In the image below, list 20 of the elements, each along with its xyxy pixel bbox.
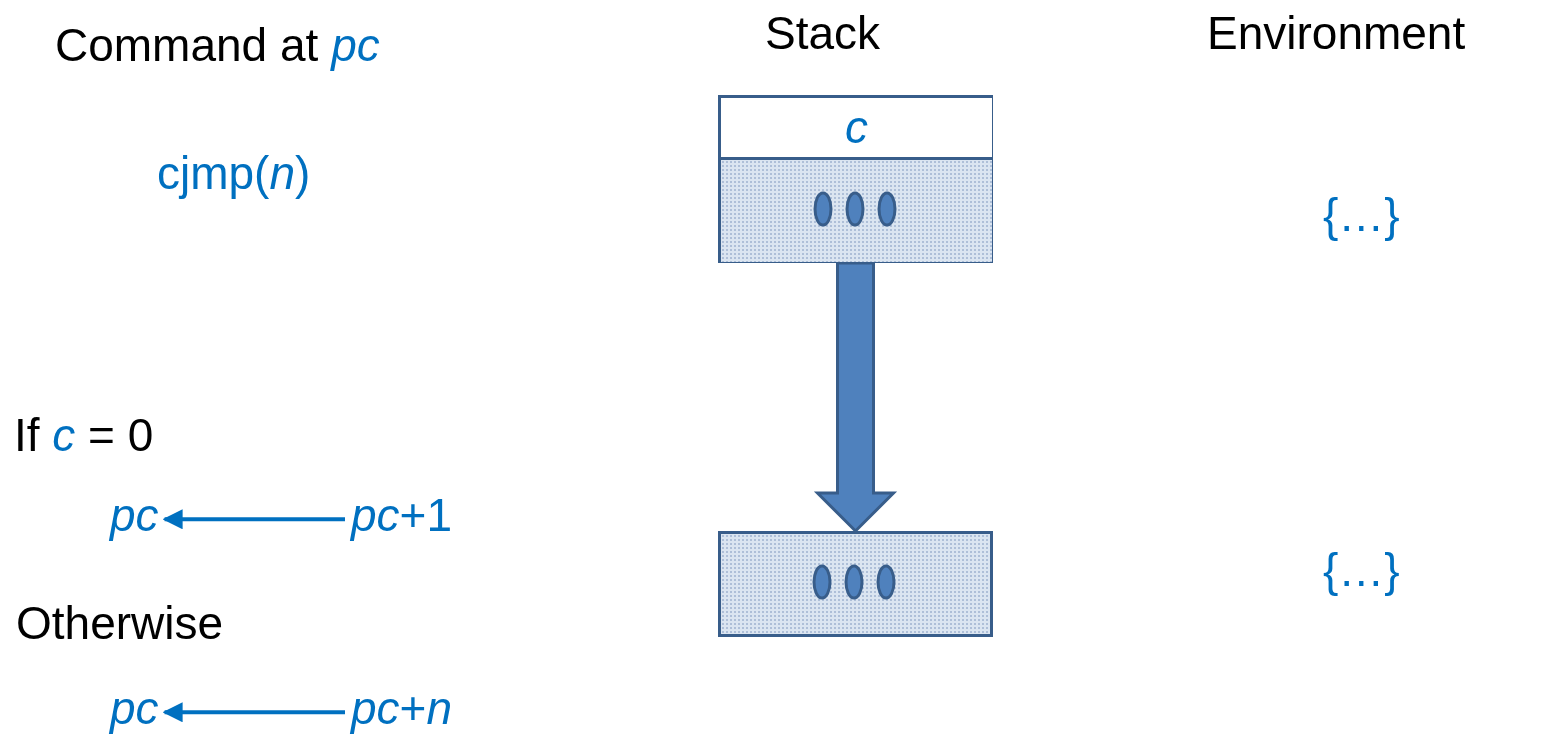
expression-text: pc+n [345, 683, 459, 734]
expression-text: pc+1 [345, 490, 459, 541]
expression-text: pc [104, 490, 165, 541]
text-label: Stack [765, 8, 881, 59]
stack-value: c [845, 101, 868, 153]
text-label: {…} [1323, 190, 1400, 241]
arrow [162, 702, 345, 723]
stack-top-cell [721, 98, 992, 160]
stack-rest-cell [721, 160, 992, 262]
text-label: cjmp(n) [157, 148, 311, 199]
stack-box [718, 95, 993, 263]
arrow [162, 509, 345, 530]
text-label: Otherwise [16, 598, 224, 649]
expression-text: pc [104, 683, 165, 734]
text-label: Command at pc [55, 20, 380, 71]
block-arrow [813, 261, 898, 534]
stack-box [718, 531, 993, 637]
text-label: {…} [1323, 545, 1400, 596]
text-label: If c = 0 [14, 410, 154, 461]
text-label: Environment [1207, 8, 1466, 59]
